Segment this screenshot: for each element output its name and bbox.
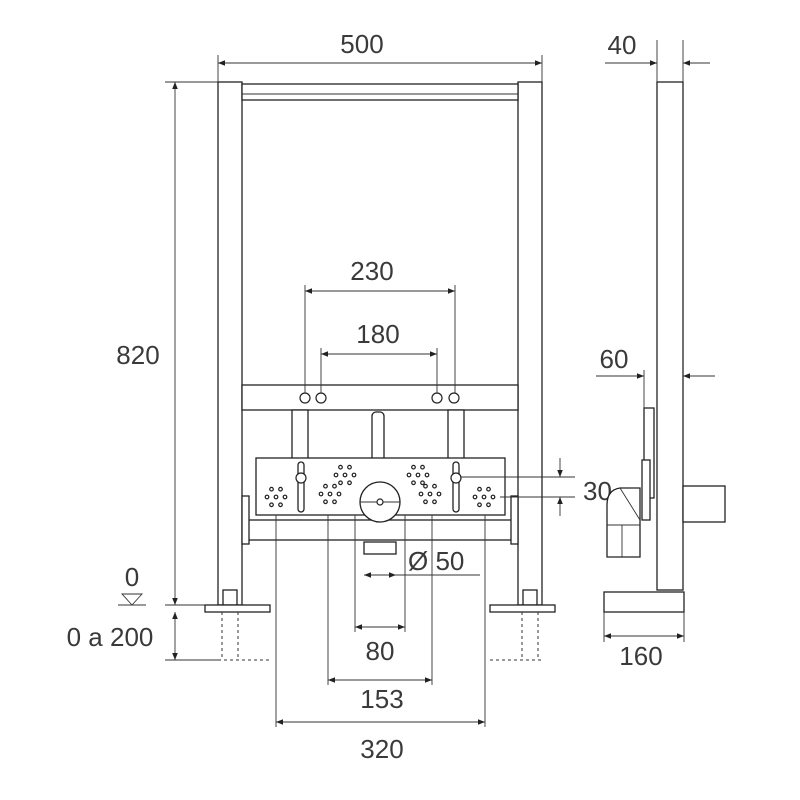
right-clamp — [510, 495, 519, 545]
side-pipe — [682, 485, 726, 523]
perforation-dot — [481, 494, 487, 500]
side-base — [603, 591, 685, 613]
dim-153: 153 — [360, 684, 403, 714]
perforation-dot — [424, 472, 430, 478]
dim-side-60: 60 — [600, 344, 629, 374]
dim-adjustable-range: 0 a 200 — [67, 622, 154, 652]
front-view-frame — [204, 81, 556, 661]
side-post — [656, 81, 684, 591]
perforation-dot — [420, 480, 425, 486]
right-foot — [489, 604, 556, 613]
perforation-dot — [278, 486, 283, 492]
perforation-dot — [332, 499, 337, 505]
dim-width: 500 — [340, 29, 383, 59]
left-bracket — [291, 409, 309, 461]
dim-320: 320 — [360, 734, 403, 764]
perforation-dot — [415, 472, 421, 478]
right-bracket — [447, 409, 465, 461]
side-view: 40 60 160 — [596, 30, 726, 671]
perforation-dot — [406, 472, 412, 478]
perforation-dot — [342, 472, 348, 478]
floor-level-label: 0 — [125, 562, 139, 592]
perforation-dot — [318, 491, 324, 497]
drain-elbow — [606, 487, 641, 558]
left-post — [217, 81, 243, 606]
perforation-dot — [436, 491, 442, 497]
perforation-dot — [477, 502, 482, 508]
dim-drain-diameter: Ø 50 — [408, 546, 464, 576]
perforation-dot — [332, 483, 337, 489]
dim-height: 820 — [116, 340, 159, 370]
perforation-dot — [432, 499, 437, 505]
perforation-dot — [327, 491, 333, 497]
perforation-dot — [432, 483, 437, 489]
perforation-dot — [323, 483, 328, 489]
dim-80: 80 — [366, 636, 395, 666]
perforation-dot — [323, 499, 328, 505]
supply-hole — [431, 392, 443, 404]
dim-side-160: 160 — [619, 641, 662, 671]
perforation-dot — [472, 494, 478, 500]
perforation-dot — [486, 502, 491, 508]
supply-hole — [448, 392, 460, 404]
perforation-dot — [333, 472, 339, 478]
dim-supply-180: 180 — [356, 319, 399, 349]
perforation-dot — [411, 464, 416, 470]
perforation-dot — [477, 486, 482, 492]
perforation-dot — [336, 491, 342, 497]
perforation-dot — [338, 464, 343, 470]
perforations — [264, 464, 496, 508]
supply-hole — [299, 392, 311, 404]
perforation-dot — [420, 464, 425, 470]
perforation-dot — [269, 486, 274, 492]
perforation-dot — [273, 494, 279, 500]
perforation-dot — [264, 494, 270, 500]
dim-side-40: 40 — [608, 30, 637, 60]
right-post — [517, 81, 543, 606]
perforation-dot — [490, 494, 496, 500]
bottom-rail — [244, 519, 516, 541]
perforation-dot — [347, 480, 352, 486]
perforation-dot — [282, 494, 288, 500]
dim-supply-230: 230 — [350, 256, 393, 286]
top-crossbar — [241, 83, 519, 101]
perforation-dot — [411, 480, 416, 486]
perforation-dot — [486, 486, 491, 492]
supply-hole — [315, 392, 327, 404]
left-clamp — [241, 495, 250, 545]
perforation-dot — [269, 502, 274, 508]
perforation-dot — [347, 464, 352, 470]
perforation-dot — [423, 499, 428, 505]
perforation-dot — [278, 502, 283, 508]
perforation-dot — [423, 483, 428, 489]
perforation-dot — [418, 491, 424, 497]
left-foot — [204, 604, 271, 613]
perforation-dot — [427, 491, 433, 497]
middle-crossbar — [241, 384, 519, 411]
perforation-dot — [338, 480, 343, 486]
drain-outlet — [363, 541, 397, 555]
floor-level-icon — [118, 593, 146, 606]
perforation-dot — [351, 472, 357, 478]
